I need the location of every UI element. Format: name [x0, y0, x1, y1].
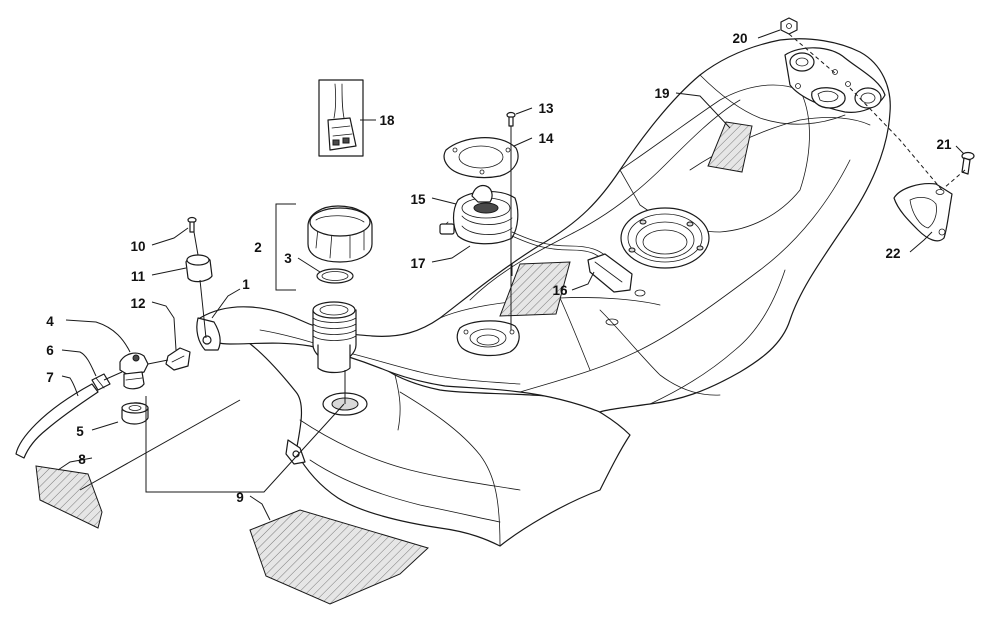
decal-under-sender — [499, 261, 571, 317]
cap-gasket — [316, 268, 354, 284]
harness-inset — [318, 79, 364, 157]
decal-19 — [707, 121, 753, 173]
callout-3: 3 — [284, 251, 292, 266]
fuel-cap — [307, 205, 373, 263]
bracket-22 — [893, 183, 953, 242]
assembly-lines — [79, 33, 966, 493]
callout-12: 12 — [130, 296, 145, 311]
callout-19: 19 — [654, 86, 669, 101]
callout-2: 2 — [254, 240, 262, 255]
callout-21: 21 — [936, 137, 952, 152]
callout-8: 8 — [78, 452, 86, 467]
callout-17: 17 — [410, 256, 425, 271]
callout-6: 6 — [46, 343, 54, 358]
fuel-pump-assembly — [439, 184, 609, 263]
fuel-level-sender-16 — [587, 253, 633, 293]
callout-4: 4 — [46, 314, 54, 329]
fuel-tank — [196, 38, 891, 547]
callout-5: 5 — [76, 424, 84, 439]
bolt-21 — [961, 151, 975, 175]
valve-4 — [119, 352, 149, 390]
pad-8 — [35, 465, 103, 529]
fitting-6 — [91, 373, 111, 391]
callout-18: 18 — [379, 113, 395, 128]
bracket-2-3 — [275, 203, 296, 291]
pump-gasket — [443, 137, 519, 179]
callout-7: 7 — [46, 370, 54, 385]
grommet-5 — [121, 402, 149, 425]
callout-13: 13 — [538, 101, 554, 116]
bushing-11 — [185, 254, 213, 283]
callout-1: 1 — [242, 277, 250, 292]
callout-9: 9 — [236, 490, 244, 505]
callout-15: 15 — [410, 192, 426, 207]
leader-lines — [57, 29, 965, 521]
pad-9 — [249, 509, 429, 605]
callout-22: 22 — [885, 246, 900, 261]
clip-12 — [165, 347, 191, 371]
vent-hose-7 — [15, 383, 99, 459]
callout-10: 10 — [130, 239, 145, 254]
callout-14: 14 — [538, 131, 554, 146]
filler-neck — [312, 301, 357, 374]
callout-16: 16 — [552, 283, 568, 298]
screw-13 — [506, 111, 516, 127]
screw-10 — [187, 216, 197, 233]
callout-labels: 1 2 3 4 5 6 7 8 9 10 11 12 13 14 15 16 1… — [46, 31, 952, 505]
callout-20: 20 — [732, 31, 747, 46]
callout-11: 11 — [131, 269, 146, 284]
nut-20 — [780, 17, 798, 35]
